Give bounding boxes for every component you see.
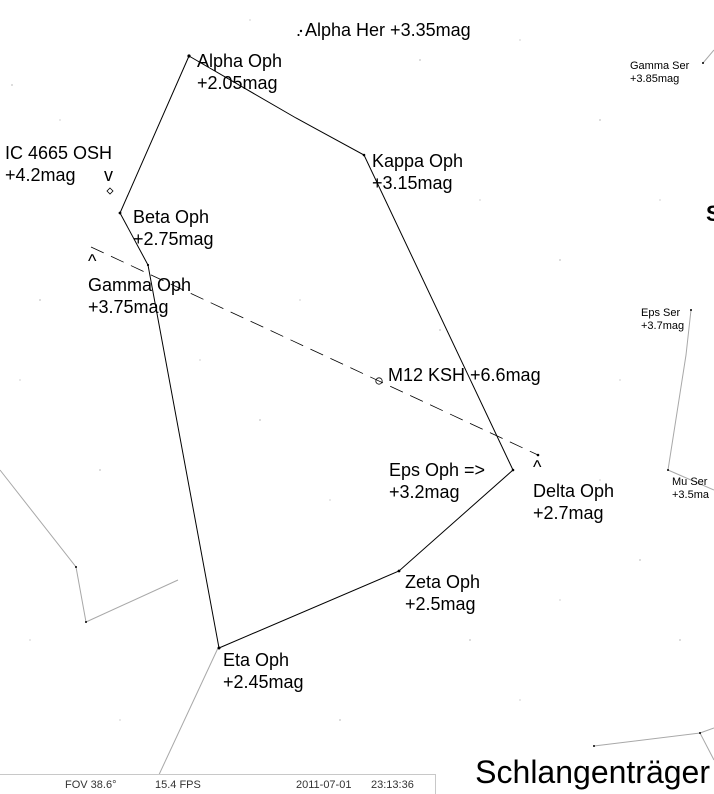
label-mu-ser-name: Mu Ser <box>672 476 708 488</box>
sagittarius-line <box>149 647 219 794</box>
serpens-line-lower <box>667 469 714 491</box>
label-eps-ser-name: Eps Ser <box>641 307 681 319</box>
label-ic4665: IC 4665 OSH +4.2mag <box>5 142 112 186</box>
label-alpha-oph-name: Alpha Oph <box>197 51 283 71</box>
label-eps-ser: Eps Ser +3.7mag <box>641 307 684 333</box>
faint-stars <box>11 19 681 721</box>
scorpius-line-left <box>0 469 179 623</box>
star-misc <box>75 566 77 568</box>
label-eta-oph-name: Eta Oph <box>223 650 290 670</box>
label-beta-oph: Beta Oph +2.75mag <box>133 206 214 250</box>
label-zeta-oph-name: Zeta Oph <box>405 572 481 592</box>
star-delta-oph[interactable] <box>536 453 540 457</box>
label-m12: M12 KSH +6.6mag <box>388 365 541 385</box>
label-zeta-oph: Zeta Oph +2.5mag <box>405 571 480 615</box>
label-gamma-ser-name: Gamma Ser <box>630 60 690 72</box>
star-beta-oph[interactable] <box>118 211 122 215</box>
star-eta-oph[interactable] <box>217 646 221 650</box>
m12-cluster-marker[interactable] <box>375 377 383 385</box>
delta-oph-pointer: ^ <box>533 457 542 477</box>
label-eta-oph: Eta Oph +2.45mag <box>223 649 304 693</box>
star-misc <box>85 621 87 623</box>
dashed-guide-line <box>90 246 539 456</box>
label-alpha-oph-mag: +2.05mag <box>197 73 278 93</box>
label-beta-oph-name: Beta Oph <box>133 207 210 227</box>
star-alpha-oph[interactable] <box>187 54 191 58</box>
label-gamma-oph: Gamma Oph +3.75mag <box>88 274 191 318</box>
label-delta-oph-name: Delta Oph <box>533 481 615 501</box>
serpens-line-upper <box>702 49 714 64</box>
label-beta-oph-mag: +2.75mag <box>133 229 214 249</box>
label-edge-s: S <box>706 201 714 226</box>
star-misc <box>699 732 701 734</box>
label-eps-oph: Eps Oph => +3.2mag <box>389 459 485 503</box>
label-delta-oph-mag: +2.7mag <box>533 503 604 523</box>
status-bar: FOV 38.6° 15.4 FPS 2011-07-01 23:13:36 <box>0 774 436 794</box>
label-kappa-oph-name: Kappa Oph <box>372 151 464 171</box>
label-kappa-oph-mag: +3.15mag <box>372 173 453 193</box>
ic4665-cluster-marker[interactable] <box>106 187 114 195</box>
label-kappa-oph: Kappa Oph +3.15mag <box>372 150 463 194</box>
label-eps-ser-mag: +3.7mag <box>641 320 685 332</box>
constellation-title: Schlangenträger <box>475 754 710 790</box>
bottom-right-line-2 <box>699 727 714 734</box>
label-delta-oph: Delta Oph +2.7mag <box>533 480 614 524</box>
star-eps-ser[interactable] <box>690 309 692 311</box>
star-zeta-oph[interactable] <box>397 569 401 573</box>
status-fps: 15.4 FPS <box>155 779 201 791</box>
serpens-line-middle <box>667 309 692 471</box>
stars <box>75 29 704 747</box>
ic4665-pointer: v <box>104 165 113 185</box>
label-ic4665-mag: +4.2mag <box>5 165 76 185</box>
label-ic4665-name: IC 4665 OSH <box>5 143 113 163</box>
gamma-oph-pointer: ^ <box>88 251 97 271</box>
status-date: 2011-07-01 <box>296 779 352 791</box>
label-mu-ser-mag: +3.5ma <box>672 489 709 501</box>
star-misc <box>593 745 595 747</box>
status-fov: FOV 38.6° <box>65 779 117 791</box>
label-eta-oph-mag: +2.45mag <box>223 672 304 692</box>
status-time: 23:13:36 <box>371 779 414 791</box>
label-gamma-oph-mag: +3.75mag <box>88 297 169 317</box>
star-mu-ser[interactable] <box>667 469 669 471</box>
star-gamma-oph[interactable] <box>146 263 150 267</box>
label-alpha-her: . Alpha Her +3.35mag <box>296 20 471 40</box>
label-mu-ser: Mu Ser +3.5ma <box>672 476 709 502</box>
star-alpha-her[interactable] <box>299 29 303 33</box>
label-eps-oph-name: Eps Oph => <box>389 460 486 480</box>
label-gamma-ser: Gamma Ser +3.85mag <box>630 60 689 86</box>
star-kappa-oph[interactable] <box>362 153 366 157</box>
label-eps-oph-mag: +3.2mag <box>389 482 460 502</box>
star-eps-oph[interactable] <box>511 468 515 472</box>
label-alpha-oph: Alpha Oph +2.05mag <box>197 50 282 94</box>
label-gamma-ser-mag: +3.85mag <box>630 73 680 85</box>
label-zeta-oph-mag: +2.5mag <box>405 594 476 614</box>
label-gamma-oph-name: Gamma Oph <box>88 275 192 295</box>
star-gamma-ser[interactable] <box>702 62 704 64</box>
